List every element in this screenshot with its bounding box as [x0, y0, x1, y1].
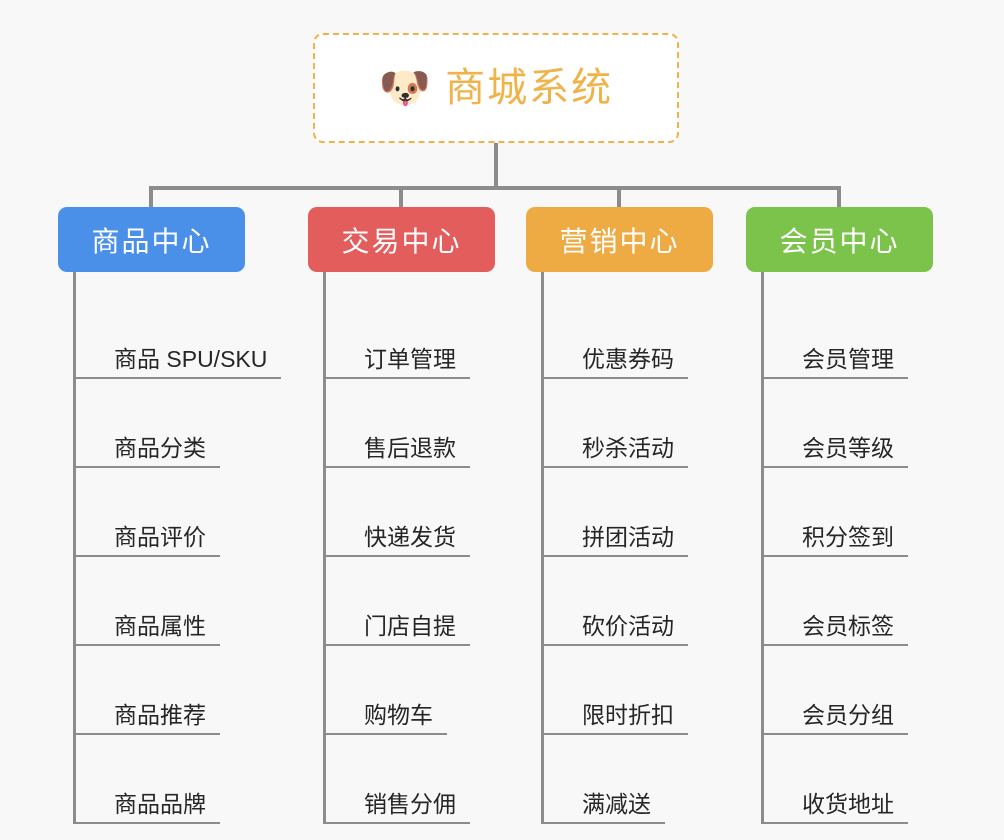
leaf-item[interactable]: 商品 SPU/SKU: [76, 290, 282, 379]
leaf-item[interactable]: 销售分佣: [326, 735, 495, 824]
leaf-item[interactable]: 订单管理: [326, 290, 495, 379]
leaf-item[interactable]: 售后退款: [326, 379, 495, 468]
root-node-title: 商城系统: [445, 66, 614, 110]
leaf-item-label: 会员等级: [764, 437, 908, 468]
leaf-item[interactable]: 拼团活动: [544, 468, 713, 557]
leaf-item-label: 会员分组: [764, 704, 908, 735]
leaf-item-label: 会员管理: [764, 348, 908, 379]
connector-drop-1: [149, 186, 153, 207]
connector-drop-4: [837, 186, 841, 207]
leaf-item[interactable]: 快递发货: [326, 468, 495, 557]
root-node-mall-system[interactable]: 🐶 商城系统: [313, 33, 679, 143]
leaf-item-label: 积分签到: [764, 526, 908, 557]
leaf-item-label: 限时折扣: [544, 704, 688, 735]
leaf-item-label: 商品属性: [76, 615, 220, 646]
leaf-item-label: 优惠券码: [544, 348, 688, 379]
connector-drop-3: [617, 186, 621, 207]
leaf-item-label: 商品 SPU/SKU: [76, 348, 282, 379]
leaf-item[interactable]: 砍价活动: [544, 557, 713, 646]
leaf-item-label: 商品分类: [76, 437, 220, 468]
leaf-item[interactable]: 商品品牌: [76, 735, 281, 824]
leaf-list-marketing-center: 优惠券码秒杀活动拼团活动砍价活动限时折扣满减送: [541, 272, 713, 824]
leaf-item[interactable]: 收货地址: [764, 735, 933, 824]
leaf-item[interactable]: 秒杀活动: [544, 379, 713, 468]
leaf-item-label: 会员标签: [764, 615, 908, 646]
leaf-item-label: 快递发货: [326, 526, 470, 557]
leaf-item[interactable]: 会员分组: [764, 646, 933, 735]
leaf-item[interactable]: 商品评价: [76, 468, 281, 557]
category-column-trade-center: 交易中心订单管理售后退款快递发货门店自提购物车销售分佣: [308, 207, 495, 824]
leaf-item-label: 售后退款: [326, 437, 470, 468]
leaf-item[interactable]: 限时折扣: [544, 646, 713, 735]
connector-drop-2: [399, 186, 403, 207]
leaf-item-label: 销售分佣: [326, 793, 470, 824]
leaf-item-label: 秒杀活动: [544, 437, 688, 468]
leaf-item-label: 商品品牌: [76, 793, 220, 824]
leaf-item[interactable]: 积分签到: [764, 468, 933, 557]
leaf-item-label: 拼团活动: [544, 526, 688, 557]
category-header-member-center[interactable]: 会员中心: [746, 207, 933, 272]
leaf-list-trade-center: 订单管理售后退款快递发货门店自提购物车销售分佣: [323, 272, 495, 824]
leaf-list-member-center: 会员管理会员等级积分签到会员标签会员分组收货地址: [761, 272, 933, 824]
leaf-item-label: 满减送: [544, 793, 665, 824]
leaf-item[interactable]: 购物车: [326, 646, 495, 735]
leaf-item[interactable]: 商品推荐: [76, 646, 281, 735]
leaf-item[interactable]: 商品分类: [76, 379, 281, 468]
leaf-item[interactable]: 满减送: [544, 735, 713, 824]
leaf-item[interactable]: 会员等级: [764, 379, 933, 468]
category-column-marketing-center: 营销中心优惠券码秒杀活动拼团活动砍价活动限时折扣满减送: [526, 207, 713, 824]
leaf-item[interactable]: 会员管理: [764, 290, 933, 379]
leaf-item-label: 砍价活动: [544, 615, 688, 646]
leaf-item-label: 收货地址: [764, 793, 908, 824]
leaf-item-label: 订单管理: [326, 348, 470, 379]
category-header-trade-center[interactable]: 交易中心: [308, 207, 495, 272]
leaf-item[interactable]: 优惠券码: [544, 290, 713, 379]
leaf-item[interactable]: 门店自提: [326, 557, 495, 646]
leaf-item-label: 门店自提: [326, 615, 470, 646]
category-column-member-center: 会员中心会员管理会员等级积分签到会员标签会员分组收货地址: [746, 207, 933, 824]
category-column-product-center: 商品中心商品 SPU/SKU 商品分类商品评价商品属性商品推荐商品品牌: [58, 207, 282, 824]
leaf-list-product-center: 商品 SPU/SKU 商品分类商品评价商品属性商品推荐商品品牌: [73, 272, 282, 824]
category-header-product-center[interactable]: 商品中心: [58, 207, 245, 272]
leaf-item-label: 购物车: [326, 704, 447, 735]
leaf-item-label: 商品评价: [76, 526, 220, 557]
category-header-marketing-center[interactable]: 营销中心: [526, 207, 713, 272]
leaf-item-label: 商品推荐: [76, 704, 220, 735]
leaf-item[interactable]: 商品属性: [76, 557, 281, 646]
connector-horizontal-bus: [149, 186, 841, 190]
connector-root-stem: [494, 143, 498, 189]
leaf-item[interactable]: 会员标签: [764, 557, 933, 646]
dog-face-icon: 🐶: [378, 64, 432, 111]
